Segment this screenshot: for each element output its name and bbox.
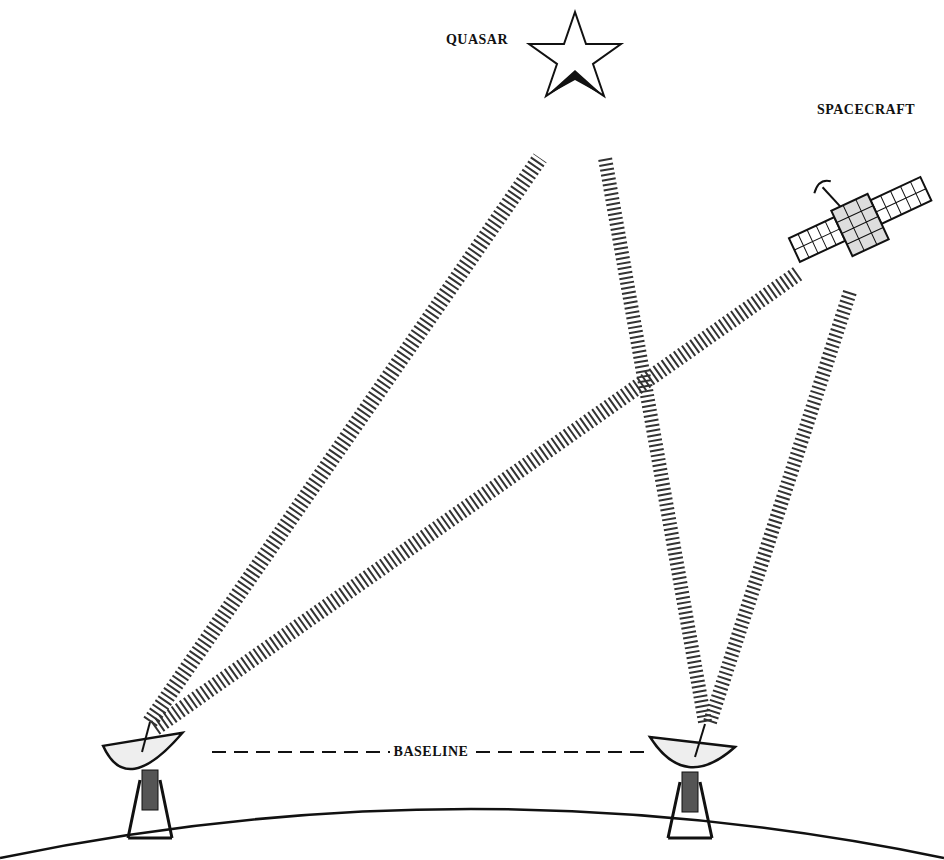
spacecraft-antenna: [823, 184, 841, 210]
star-shadow: [546, 70, 604, 96]
radio-beams: [150, 158, 850, 728]
antenna-dish: [811, 178, 832, 193]
telescope-pedestal: [142, 770, 158, 810]
body-detail: [831, 194, 888, 256]
earth-surface: [0, 809, 944, 858]
telescope-dish: [650, 737, 735, 767]
solar-panel: [871, 177, 932, 224]
radio-telescope: [101, 722, 182, 838]
beam-right-quasar: [605, 158, 705, 722]
object-label: QUASAR: [442, 31, 512, 50]
panel-grid: [871, 177, 932, 224]
radio-telescope: [650, 724, 735, 838]
object-label: SPACECRAFT: [813, 101, 919, 120]
telescope-feed: [142, 722, 150, 752]
spacecraft-figure: [773, 143, 938, 277]
telescope-pedestal: [682, 772, 698, 812]
telescope-feed: [695, 724, 705, 757]
quasar-star: [529, 12, 621, 96]
beam-left-spacecraft: [155, 272, 800, 728]
beam-right-spacecraft: [710, 292, 850, 722]
beam-left-quasar: [150, 158, 540, 722]
object-label: BASELINE: [390, 743, 473, 762]
spacecraft-body: [831, 194, 888, 256]
star-outline: [529, 12, 621, 96]
